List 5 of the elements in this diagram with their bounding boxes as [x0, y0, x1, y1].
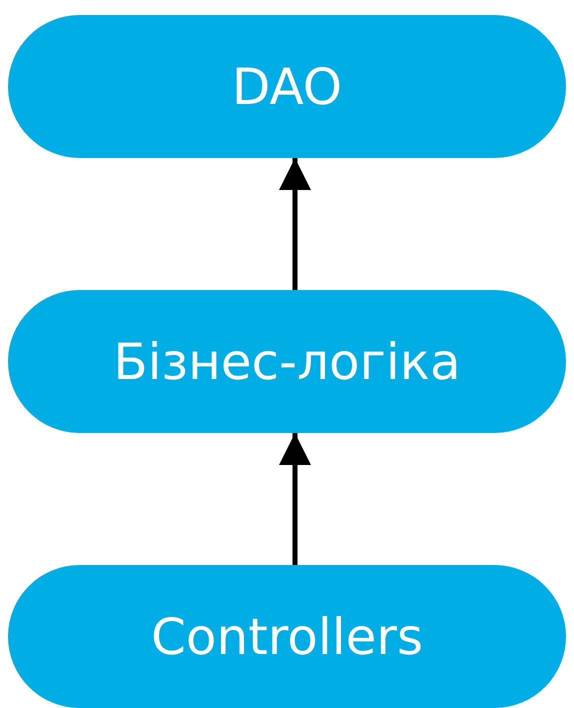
- arrow: [279, 433, 311, 565]
- node-label: DAO: [232, 58, 342, 116]
- arrow: [279, 158, 311, 290]
- node-label: Бізнес-логіка: [113, 332, 461, 390]
- node-label: Controllers: [151, 608, 423, 666]
